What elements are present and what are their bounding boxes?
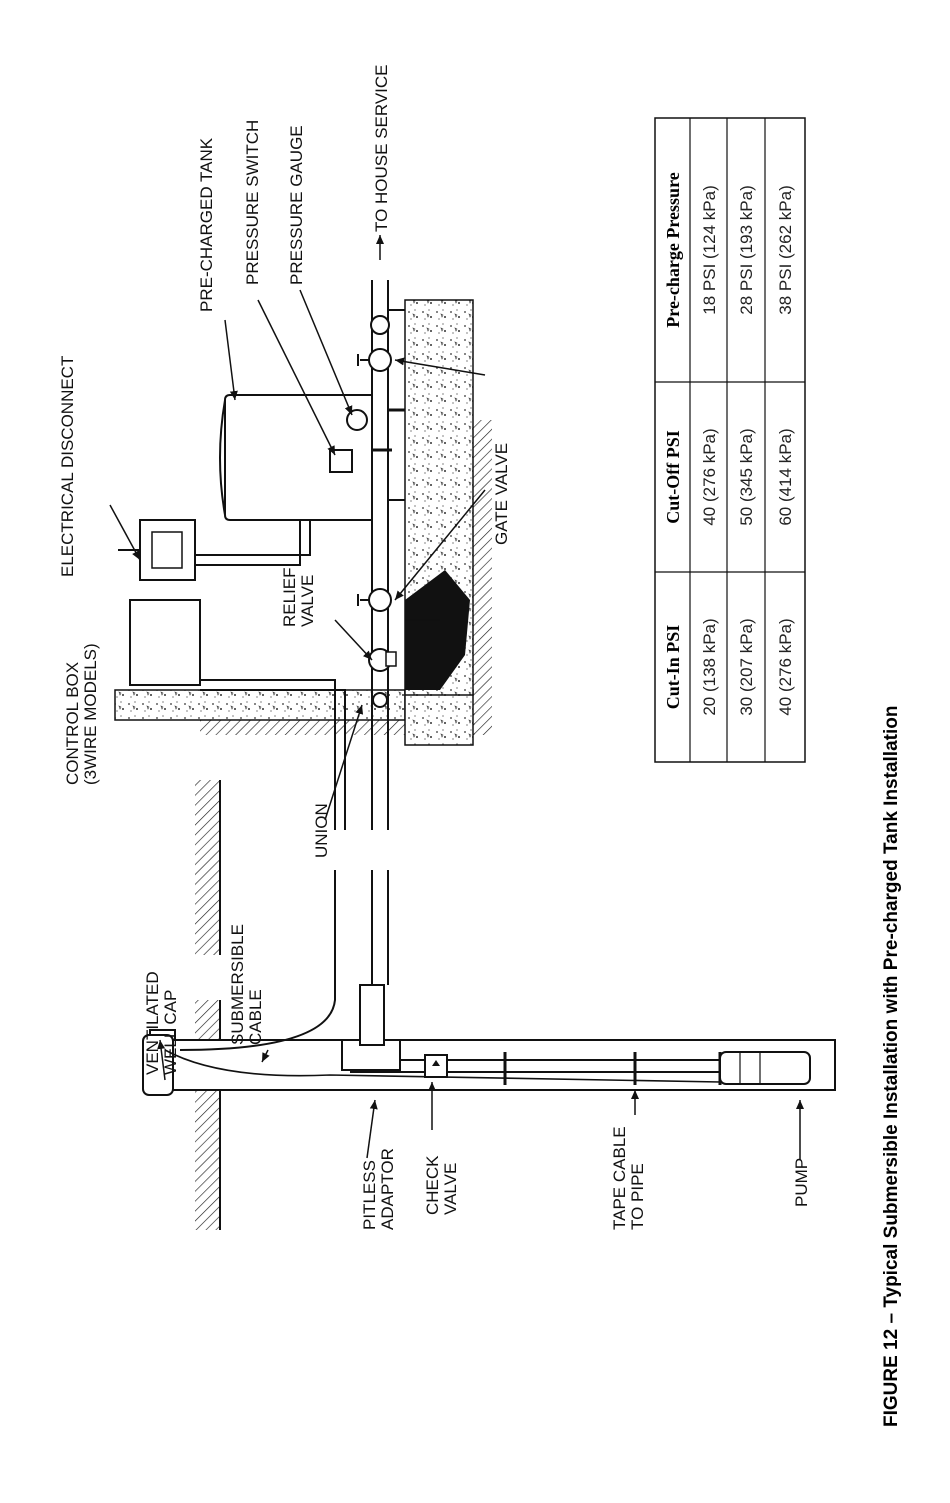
leader-lines (109, 235, 804, 1160)
diagram-rotated (114, 280, 836, 1230)
svg-text:RELIEFVALVE: RELIEFVALVE (280, 567, 317, 627)
table-cell-r1-c1: 20 (138 kPa) (700, 618, 719, 715)
control-box (129, 599, 201, 686)
figure-caption: FIGURE 12 – Typical Submersible Installa… (881, 706, 902, 1427)
svg-text:PITLESSADAPTOR: PITLESSADAPTOR (360, 1148, 397, 1230)
label-control-box-2: (3WIRE MODELS) (81, 643, 100, 785)
table-cell-r3-c1: 40 (276 kPa) (776, 618, 795, 715)
label-pitless-adaptor-1: PITLESS (360, 1160, 379, 1230)
label-submersible-cable-2: CABLE (246, 989, 265, 1045)
label-pitless-adaptor-2: ADAPTOR (378, 1148, 397, 1230)
label-pre-charged-tank: PRE-CHARGED TANK (197, 137, 216, 312)
label-to-house-service: TO HOUSE SERVICE (372, 64, 391, 232)
table-cell-r1-c2: 40 (276 kPa) (700, 428, 719, 525)
label-submersible-cable-1: SUBMERSIBLE (228, 924, 247, 1045)
basement-footing (404, 689, 474, 746)
label-check-valve-2: VALVE (441, 1163, 460, 1215)
pump (719, 1051, 811, 1085)
label-relief-valve-2: VALVE (298, 575, 317, 627)
label-tape-cable-2: TO PIPE (628, 1163, 647, 1230)
labels: VENTILATEDWELL CAP SUBMERSIBLECABLE CONT… (58, 64, 811, 1230)
table-cell-r3-c3: 38 PSI (262 kPa) (776, 185, 795, 314)
pressure-table: Cut-In PSI Cut-Off PSI Pre-charge Pressu… (654, 117, 806, 763)
label-ventilated-well-cap-2: WELL CAP (161, 990, 180, 1075)
label-union: UNION (312, 803, 331, 858)
table-header-cut-in: Cut-In PSI (663, 625, 683, 710)
label-ventilated-well-cap-1: VENTILATED (143, 971, 162, 1075)
gravel-fill (405, 570, 470, 690)
label-electrical-disconnect: ELECTRICAL DISCONNECT (58, 356, 77, 577)
pressure-switch (329, 449, 353, 473)
ground-surface-mid (195, 780, 220, 955)
label-relief-valve-1: RELIEF (280, 567, 299, 627)
table-cell-r2-c2: 50 (345 kPa) (737, 428, 756, 525)
table-cell-r1-c3: 18 PSI (124 kPa) (700, 185, 719, 314)
table-cell-r3-c2: 60 (414 kPa) (776, 428, 795, 525)
table-cell-r2-c1: 30 (207 kPa) (737, 618, 756, 715)
table-header-pre-charge: Pre-charge Pressure (663, 172, 683, 327)
gate-valve-2 (368, 348, 392, 372)
pressure-gauge (346, 409, 368, 431)
label-pressure-gauge: PRESSURE GAUGE (287, 125, 306, 285)
pre-charged-tank (224, 394, 373, 521)
svg-text:VENTILATEDWELL CAP: VENTILATEDWELL CAP (143, 971, 180, 1075)
label-pressure-switch: PRESSURE SWITCH (243, 120, 262, 285)
label-check-valve-1: CHECK (423, 1155, 442, 1215)
electrical-disconnect-box (139, 519, 196, 581)
svg-text:SUBMERSIBLECABLE: SUBMERSIBLECABLE (228, 924, 265, 1045)
table-cell-r2-c3: 28 PSI (193 kPa) (737, 185, 756, 314)
label-pump: PUMP (792, 1158, 811, 1207)
svg-text:TAPE CABLETO PIPE: TAPE CABLETO PIPE (610, 1126, 647, 1230)
svg-text:CHECKVALVE: CHECKVALVE (423, 1155, 460, 1215)
gate-valve-1 (368, 588, 392, 612)
ground-surface-left (195, 1000, 220, 1230)
union-fitting (372, 692, 388, 708)
table-header-cut-off: Cut-Off PSI (663, 430, 683, 524)
svg-text:CONTROL BOX(3WIRE MODELS): CONTROL BOX(3WIRE MODELS) (63, 643, 100, 785)
label-gate-valve: GATE VALVE (492, 443, 511, 545)
label-tape-cable-1: TAPE CABLE (610, 1126, 629, 1230)
label-control-box-1: CONTROL BOX (63, 662, 82, 785)
